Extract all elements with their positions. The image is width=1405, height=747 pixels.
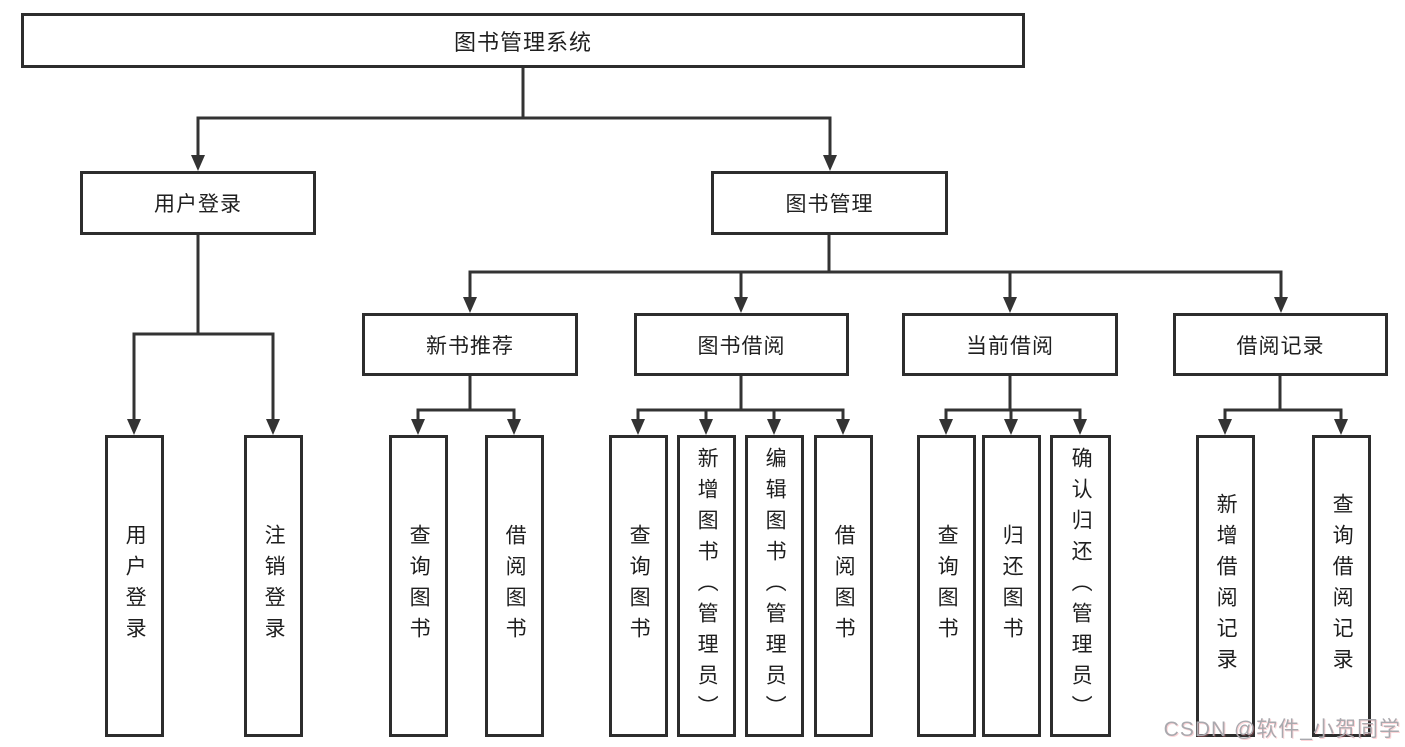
node-user-login: 用户登录 <box>80 171 316 235</box>
node-book-borrow-label: 图书借阅 <box>697 334 786 358</box>
leaf-confirm-return-admin: 确认归还（管理员） <box>1050 435 1111 737</box>
leaf-logout: 注销登录 <box>244 435 303 737</box>
branch-book-borrow <box>631 376 850 435</box>
leaf-return-books-label: 归还图书 <box>1000 524 1024 648</box>
leaf-borrow-books-recommend-label: 借阅图书 <box>503 524 527 648</box>
leaf-return-books: 归还图书 <box>982 435 1041 737</box>
leaf-add-books-admin-label: 新增图书（管理员） <box>695 446 719 726</box>
node-borrow-records-label: 借阅记录 <box>1236 334 1325 358</box>
leaf-add-books-admin: 新增图书（管理员） <box>677 435 736 737</box>
leaf-query-books-current-label: 查询图书 <box>935 524 959 648</box>
node-current-borrow: 当前借阅 <box>902 313 1118 376</box>
node-book-management-label: 图书管理 <box>785 193 874 216</box>
branch-root <box>191 68 837 171</box>
branch-new-book-recommend <box>411 376 521 435</box>
leaf-edit-books-admin-label: 编辑图书（管理员） <box>763 446 787 726</box>
leaf-query-borrow-record-label: 查询借阅记录 <box>1330 493 1354 679</box>
node-borrow-records: 借阅记录 <box>1173 313 1388 376</box>
leaf-add-borrow-record-label: 新增借阅记录 <box>1214 493 1238 679</box>
branch-book-management <box>463 235 1288 313</box>
leaf-query-books-recommend-label: 查询图书 <box>407 524 431 648</box>
leaf-borrow-books: 借阅图书 <box>814 435 873 737</box>
node-root-label: 图书管理系统 <box>453 29 592 55</box>
node-root: 图书管理系统 <box>21 13 1025 68</box>
node-book-borrow: 图书借阅 <box>634 313 849 376</box>
leaf-borrow-books-label: 借阅图书 <box>832 524 856 648</box>
leaf-user-login: 用户登录 <box>105 435 164 737</box>
leaf-user-login-label: 用户登录 <box>123 524 147 648</box>
node-new-book-recommend: 新书推荐 <box>362 313 578 376</box>
node-user-login-label: 用户登录 <box>154 193 242 216</box>
leaf-borrow-books-recommend: 借阅图书 <box>485 435 544 737</box>
node-book-management: 图书管理 <box>711 171 948 235</box>
leaf-logout-label: 注销登录 <box>262 524 286 648</box>
node-current-borrow-label: 当前借阅 <box>966 334 1054 358</box>
leaf-query-books-borrow-label: 查询图书 <box>627 524 651 648</box>
leaf-query-books-recommend: 查询图书 <box>389 435 448 737</box>
leaf-query-books-current: 查询图书 <box>917 435 976 737</box>
leaf-query-books-borrow: 查询图书 <box>609 435 668 737</box>
branch-current-borrow <box>939 376 1087 435</box>
branch-user-login <box>127 235 280 435</box>
leaf-query-borrow-record: 查询借阅记录 <box>1312 435 1371 737</box>
leaf-add-borrow-record: 新增借阅记录 <box>1196 435 1255 737</box>
branch-borrow-records <box>1218 376 1348 435</box>
node-new-book-recommend-label: 新书推荐 <box>426 334 514 358</box>
leaf-confirm-return-admin-label: 确认归还（管理员） <box>1069 446 1093 726</box>
leaf-edit-books-admin: 编辑图书（管理员） <box>745 435 804 737</box>
